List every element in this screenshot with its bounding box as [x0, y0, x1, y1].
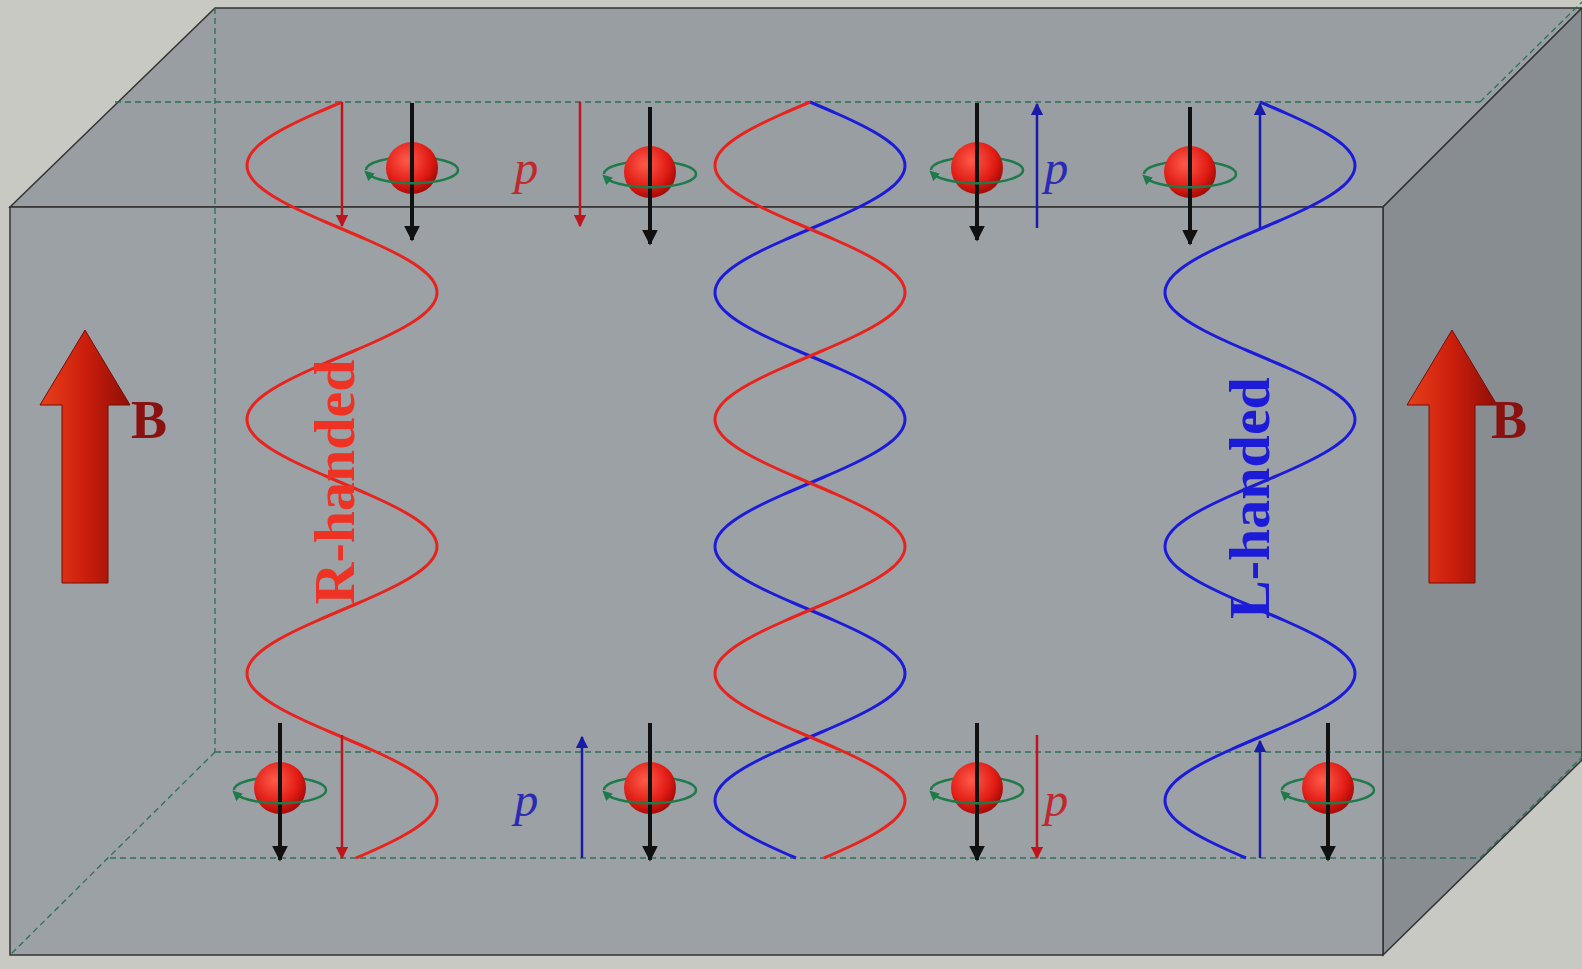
momentum-label: p⃗	[1044, 144, 1105, 192]
helix-curve	[247, 102, 437, 858]
momentum-arrow	[341, 102, 344, 226]
chirality-label: R-handed	[306, 360, 364, 605]
field-arrow	[1407, 330, 1497, 583]
box-front	[10, 207, 1383, 955]
spinning-particle	[366, 103, 458, 240]
dashed-planes	[10, 2, 1582, 955]
momentum-arrow	[341, 735, 344, 858]
spinning-particle	[604, 723, 696, 860]
momentum-label: p⃗	[514, 776, 575, 824]
chirality-label: L-handed	[1221, 377, 1279, 619]
spinning-particle	[234, 723, 326, 860]
momentum-label: p⃗	[1044, 776, 1105, 824]
field-arrow	[40, 330, 130, 583]
momentum-arrow	[1036, 735, 1039, 858]
momentum-arrow	[579, 102, 582, 226]
field-label: B⃗	[1491, 393, 1569, 447]
field-label: B⃗	[131, 393, 209, 447]
helix-curve	[715, 102, 905, 858]
spinning-particle	[931, 723, 1023, 860]
helix-curve	[715, 102, 905, 858]
momentum-arrow	[1259, 104, 1262, 228]
momentum-arrow	[1036, 104, 1039, 228]
momentum-arrow	[581, 737, 584, 858]
spinning-particle	[604, 107, 696, 244]
spinning-particle	[1282, 723, 1374, 860]
spinning-particle	[1144, 107, 1236, 244]
momentum-label: p⃗	[514, 144, 575, 192]
box-side	[1383, 8, 1582, 955]
spinning-particle	[931, 103, 1023, 240]
momentum-arrow	[1259, 741, 1262, 858]
